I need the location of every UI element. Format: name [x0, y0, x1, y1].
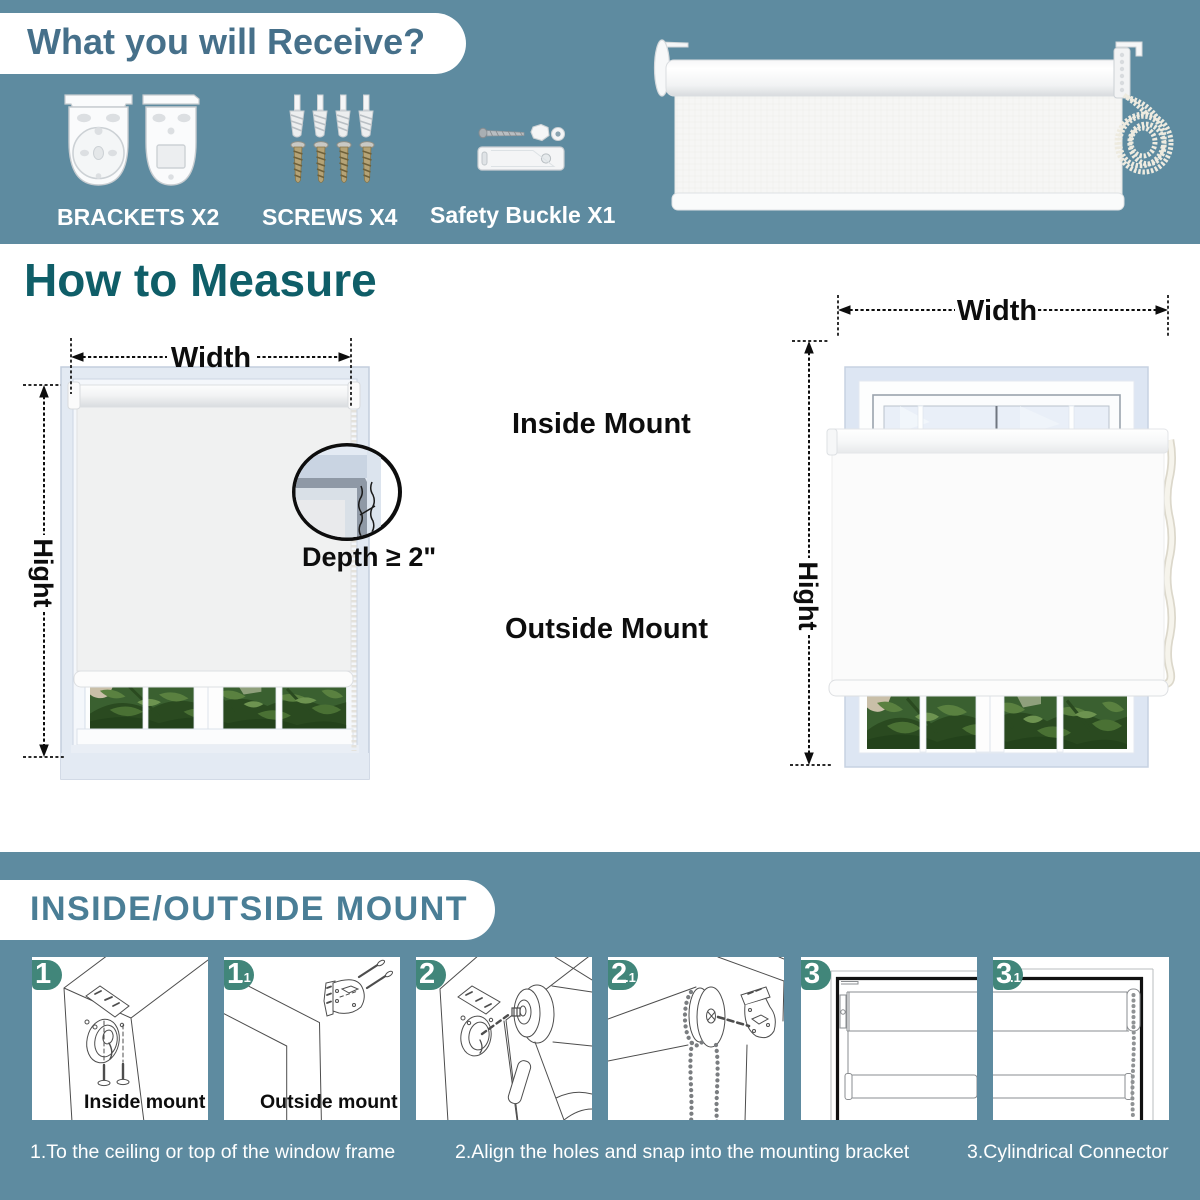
- svg-text:Width: Width: [171, 342, 251, 374]
- svg-text:Hight: Hight: [28, 539, 58, 608]
- svg-text:Hight: Hight: [793, 562, 823, 631]
- svg-text:Width: Width: [957, 295, 1037, 327]
